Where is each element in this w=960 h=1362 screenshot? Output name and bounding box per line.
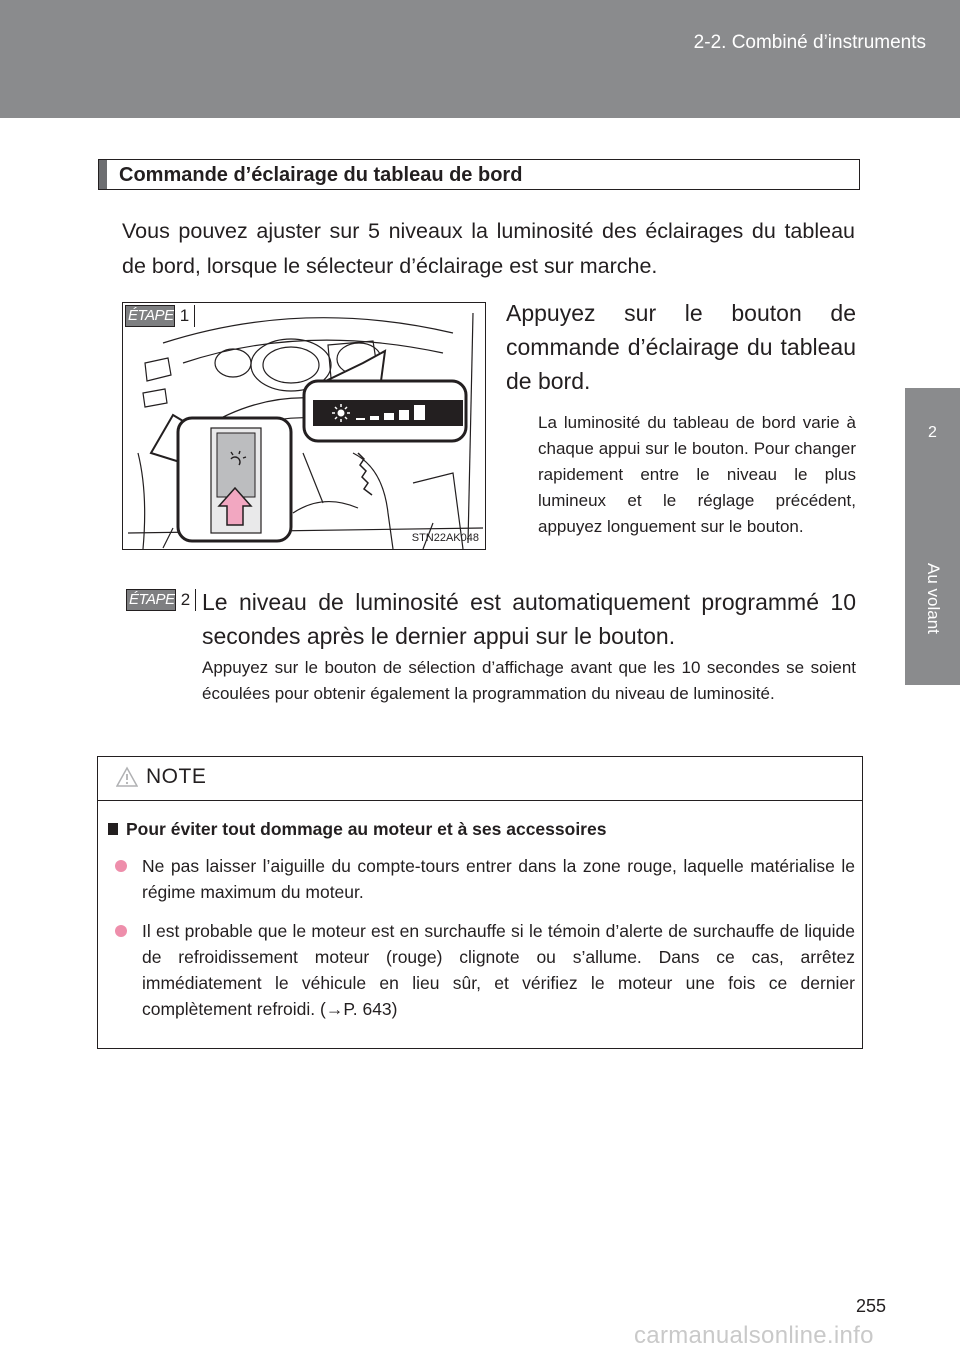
notice-bullet: Il est probable que le moteur est en sur… bbox=[115, 918, 855, 1022]
step1-note: La luminosité du tableau de bord varie à… bbox=[538, 413, 856, 536]
step2-badge-word: ÉTAPE bbox=[129, 591, 175, 608]
dashboard-illustration bbox=[127, 312, 484, 549]
notice-heading: NOTE bbox=[146, 765, 207, 788]
page-number: 255 bbox=[856, 1296, 887, 1316]
pink-dot-bullet-icon bbox=[115, 860, 127, 872]
section-title: Commande d’éclairage du tableau de bord bbox=[119, 164, 523, 186]
section-title-box: Commande d’éclairage du tableau de bord bbox=[98, 159, 860, 190]
chapter-label: Au volant bbox=[924, 563, 943, 634]
notice-header: NOTE bbox=[98, 757, 862, 801]
page-header: 2-2. Combiné d’instruments bbox=[0, 0, 960, 118]
chapter-subtitle: 2-2. Combiné d’instruments bbox=[693, 32, 926, 53]
dashboard-figure: ÉTAPE 1 STN22AK048 bbox=[122, 302, 486, 550]
pink-dot-bullet-icon bbox=[115, 925, 127, 937]
notice-subheading-text: Pour éviter tout dommage au moteur et à … bbox=[126, 819, 607, 839]
warning-triangle-icon bbox=[116, 766, 138, 787]
step1-badge: ÉTAPE 1 bbox=[125, 305, 195, 327]
notice-bullet: Ne pas laisser l’aiguille du compte-tour… bbox=[115, 853, 855, 905]
figure-code: STN22AK048 bbox=[411, 532, 479, 544]
notice-bullet-text: Il est probable que le moteur est en sur… bbox=[142, 921, 855, 1019]
chapter-side-tab: 2 Au volant bbox=[905, 388, 960, 685]
section-title-bar bbox=[99, 160, 107, 189]
notice-subheading: Pour éviter tout dommage au moteur et à … bbox=[108, 819, 606, 840]
step2-instruction: Le niveau de luminosité est automatiquem… bbox=[202, 589, 856, 649]
step2-badge: ÉTAPE 2 bbox=[126, 589, 196, 611]
notice-bullet-text: Ne pas laisser l’aiguille du compte-tour… bbox=[142, 856, 855, 902]
step1-badge-word: ÉTAPE bbox=[128, 307, 174, 324]
square-bullet-icon bbox=[108, 823, 118, 835]
notice-box: NOTE Pour éviter tout dommage au moteur … bbox=[97, 756, 863, 1049]
step2-badge-number: 2 bbox=[175, 589, 195, 611]
step2-note: Appuyez sur le bouton de sélection d’aff… bbox=[202, 658, 856, 703]
step1-badge-number: 1 bbox=[174, 305, 194, 327]
watermark: carmanualsonline.info bbox=[634, 1322, 874, 1349]
chapter-number: 2 bbox=[928, 424, 937, 441]
section-intro: Vous pouvez ajuster sur 5 niveaux la lum… bbox=[122, 219, 855, 278]
step1-instruction: Appuyez sur le bouton de commande d’écla… bbox=[506, 300, 856, 394]
